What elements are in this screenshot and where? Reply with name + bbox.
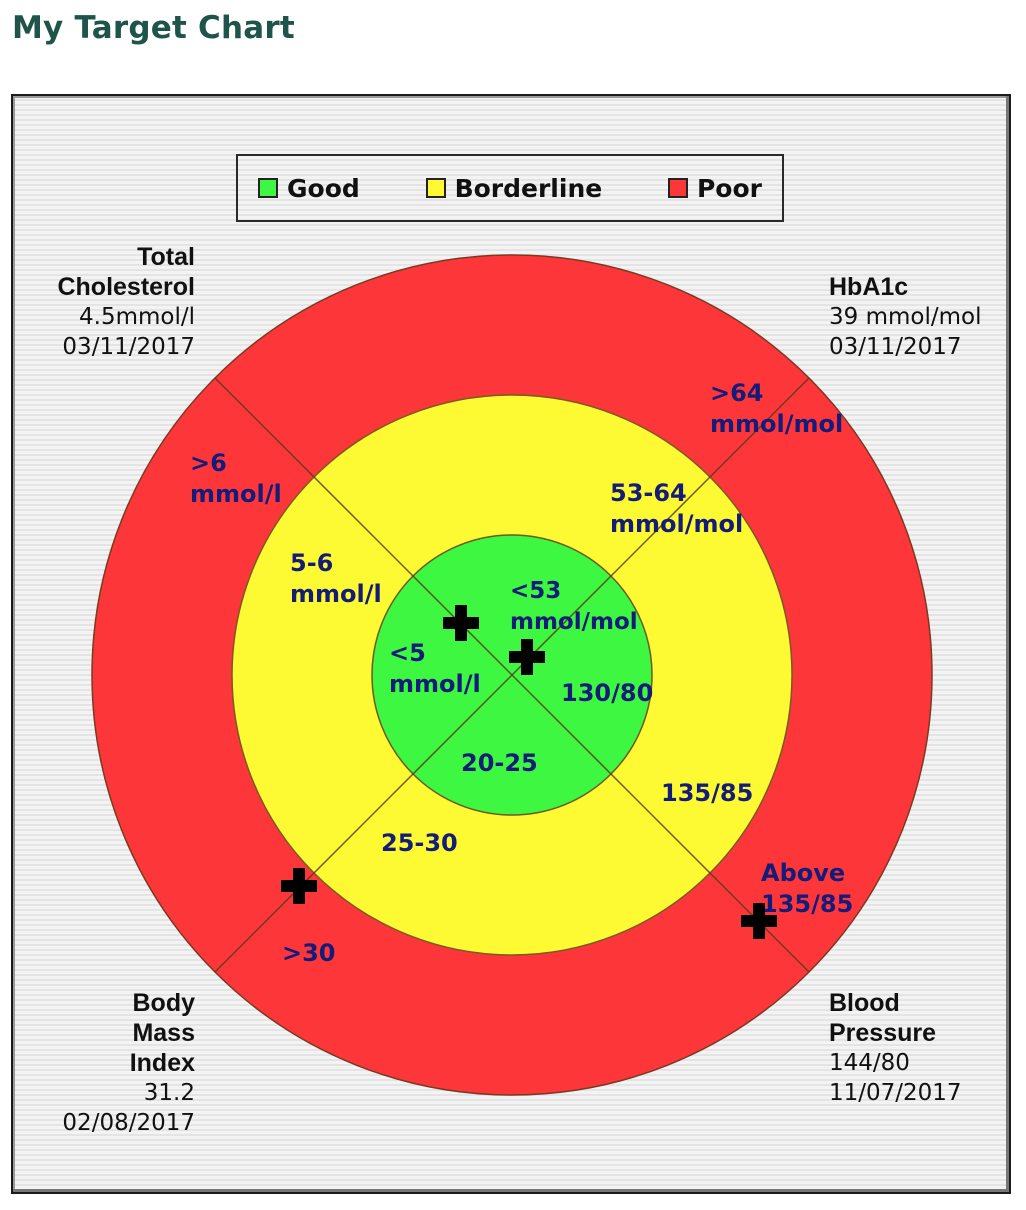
metric-date: 11/07/2017	[829, 1080, 962, 1106]
metric-name: Pressure	[829, 1019, 937, 1047]
legend-label-borderline: Borderline	[454, 173, 603, 203]
metric-name: Blood	[829, 989, 900, 1017]
band-text: mmol/l	[389, 670, 481, 698]
metric-name: Cholesterol	[57, 273, 195, 301]
legend-item-good: Good	[258, 174, 360, 203]
band-label-bmi-borderline: 25-30	[381, 828, 458, 859]
legend-swatch-poor	[667, 178, 688, 198]
quadrant-divider-diag2	[214, 377, 810, 973]
band-text: mmol/mol	[510, 609, 638, 635]
legend-swatch-good	[258, 178, 278, 198]
band-text: >64	[710, 379, 764, 407]
band-text: mmol/l	[290, 580, 382, 608]
band-label-bmi-poor: >30	[282, 938, 336, 969]
band-label-cholesterol-good: <5 mmol/l	[389, 638, 481, 700]
metric-value: 144/80	[829, 1050, 910, 1076]
metric-value: 39 mmol/mol	[829, 304, 982, 330]
legend-item-poor: Poor	[667, 173, 762, 203]
band-text: mmol/mol	[610, 510, 744, 538]
chart-legend: Good Borderline Poor	[236, 154, 784, 222]
band-text: 20-25	[461, 749, 538, 777]
marker-bmi-plus-icon	[281, 868, 317, 904]
axis-label-hba1c: HbA1c 39 mmol/mol 03/11/2017	[829, 272, 981, 362]
metric-name: Body	[132, 989, 196, 1017]
band-text: <53	[510, 578, 562, 604]
band-label-bmi-good: 20-25	[461, 748, 538, 779]
band-label-bp-poor: Above 135/85	[761, 858, 853, 920]
band-label-hba1c-good: <53 mmol/mol	[510, 576, 638, 638]
metric-date: 03/11/2017	[62, 334, 195, 360]
band-text: 130/80	[561, 679, 654, 707]
metric-name: Index	[129, 1049, 195, 1077]
axis-label-blood-pressure: Blood Pressure 144/80 11/07/2017	[829, 988, 962, 1108]
band-label-hba1c-poor: >64 mmol/mol	[710, 378, 843, 440]
axis-label-bmi: Body Mass Index 31.2 02/08/2017	[62, 988, 195, 1138]
band-text: 135/85	[661, 779, 754, 807]
band-label-bp-borderline: 135/85	[661, 778, 753, 809]
band-label-hba1c-borderline: 53-64 mmol/mol	[610, 478, 743, 540]
band-text: mmol/l	[190, 480, 282, 508]
metric-name: Mass	[132, 1019, 195, 1047]
band-text: 135/85	[761, 890, 854, 918]
legend-swatch-borderline	[425, 178, 446, 198]
band-text: mmol/mol	[710, 410, 844, 438]
band-label-cholesterol-poor: >6 mmol/l	[190, 448, 282, 510]
legend-label-poor: Poor	[696, 173, 762, 203]
band-text: >6	[190, 449, 227, 477]
page-title: My Target Chart	[12, 10, 295, 46]
band-label-bp-good: 130/80	[561, 678, 653, 709]
band-text: 53-64	[610, 479, 687, 507]
band-text: 25-30	[381, 829, 458, 857]
metric-name: Total	[137, 243, 195, 271]
legend-item-borderline: Borderline	[425, 173, 603, 203]
metric-value: 4.5mmol/l	[79, 304, 195, 330]
legend-label-good: Good	[287, 173, 360, 203]
band-text: <5	[389, 639, 426, 667]
axis-label-total-cholesterol: Total Cholesterol 4.5mmol/l 03/11/2017	[57, 242, 195, 362]
band-label-cholesterol-borderline: 5-6 mmol/l	[290, 548, 382, 610]
metric-name: HbA1c	[829, 273, 909, 301]
metric-value: 31.2	[143, 1080, 195, 1106]
band-text: 5-6	[290, 549, 334, 577]
band-text: Above	[761, 859, 846, 887]
metric-date: 03/11/2017	[829, 334, 962, 360]
marker-bp-plus-icon	[741, 903, 777, 939]
metric-date: 02/08/2017	[62, 1110, 195, 1136]
marker-hba1c-plus-icon	[509, 639, 545, 675]
marker-cholesterol-plus-icon	[443, 605, 479, 641]
band-text: >30	[282, 939, 336, 967]
